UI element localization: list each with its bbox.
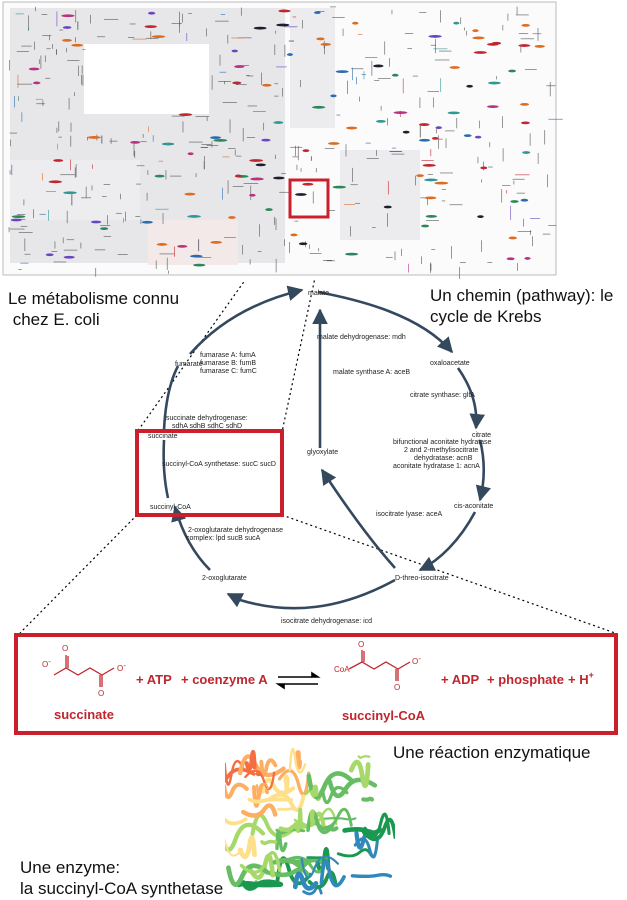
zoom-connector-bottom-left: [19, 514, 138, 634]
metabolite-glyoxylate: glyoxylate: [307, 449, 338, 456]
enzyme-sdh-1: succinate dehydrogenase:: [166, 415, 248, 422]
metabolite-isocitrate: D-threo-isocitrate: [395, 575, 449, 582]
plus-adp: + ADP: [441, 672, 479, 687]
metabolite-cis-aconitate: cis-aconitate: [454, 503, 493, 510]
enzyme-icd: isocitrate dehydrogenase: icd: [281, 618, 372, 625]
succinate-o-minus-2: O-: [117, 661, 126, 673]
arc-oxaloacetate-citrate: [456, 367, 485, 430]
substrate-label: succinate: [54, 707, 114, 722]
metabolite-succinyl-coa: succinyl-CoA: [150, 504, 191, 511]
enzyme-fumA: fumarase A: fumA: [200, 352, 256, 359]
zoom-connector-bottom-right: [281, 514, 616, 634]
caption-reaction: Une réaction enzymatique: [393, 743, 591, 762]
arc-isocitrate-glyoxylate: [320, 468, 396, 569]
product-label: succinyl-CoA: [342, 708, 426, 723]
metabolite-succinate: succinate: [148, 433, 178, 440]
succinyl-coa-structure: [348, 650, 411, 681]
plus-atp: + ATP: [136, 672, 172, 687]
caption-pathway: Un chemin (pathway): le cycle de Krebs: [430, 286, 614, 326]
enzyme-aceA: isocitrate lyase: aceA: [376, 511, 442, 518]
reaction-equation: O- O O O- succinate + ATP + coenzyme A C…: [42, 640, 594, 723]
metabolite-oxoglutarate: 2-oxoglutarate: [202, 575, 247, 582]
arc-isocitrate-oxoglutarate: [226, 578, 396, 610]
enzyme-ogdh-2: complex: lpd sucB sucA: [186, 535, 261, 542]
enzyme-gltA: citrate synthase: gltA: [410, 392, 475, 399]
arc-succinate-fumarate: [162, 365, 180, 431]
caption-enzyme: Une enzyme: la succinyl-CoA synthetase: [20, 858, 224, 898]
succinate-o-2: O: [98, 689, 104, 698]
plus-phosphate: + phosphate: [487, 672, 564, 687]
enzyme-mdh: malate dehydrogenase: mdh: [317, 334, 406, 341]
enzyme-ribbon-structure: [225, 747, 395, 896]
arc-fumarate-malate: [189, 285, 304, 355]
enzyme-acn-1: bifunctional aconitate hydratase: [393, 439, 492, 446]
krebs-zoom-box: [288, 178, 330, 219]
succinyl-step-highlight: [135, 429, 284, 517]
succinyl-coa-coa-group: CoA: [334, 665, 350, 674]
arc-malate-oxaloacetate: [317, 290, 454, 354]
enzyme-fumC: fumarase C: fumC: [200, 368, 257, 375]
arc-citrate-cisaconitate: [475, 439, 491, 502]
succinyl-coa-o-minus: O-: [412, 654, 421, 666]
succinyl-coa-o-2: O: [394, 683, 400, 692]
plus-h: + H+: [568, 670, 594, 687]
arc-oxoglutarate-succinylcoa: [171, 505, 211, 571]
succinate-structure: [53, 655, 115, 687]
metabolite-citrate: citrate: [472, 432, 491, 439]
reaction-box: [14, 633, 618, 735]
succinyl-coa-o-1: O: [358, 640, 364, 649]
map-pathway-texture: [8, 6, 563, 280]
plus-coenzyme-a: + coenzyme A: [181, 672, 268, 687]
enzyme-fumB: fumarase B: fumB: [200, 360, 256, 367]
succinate-o-minus-1: O-: [42, 657, 51, 669]
metabolism-map: [2, 1, 563, 280]
enzyme-acn-2: 2 and 2-methylisocitrate: [404, 447, 478, 454]
enzyme-aceB: malate synthase A: aceB: [333, 369, 410, 376]
enzyme-acn-3: dehydratase: acnB: [414, 455, 473, 462]
arc-cisaconitate-isocitrate: [418, 511, 477, 572]
enzyme-ogdh-1: 2-oxoglutarate dehydrogenase: [188, 527, 283, 534]
metabolite-oxaloacetate: oxaloacetate: [430, 360, 470, 367]
enzyme-sdh-2: sdhA sdhB sdhC sdhD: [172, 423, 242, 430]
enzyme-acn-4: aconitate hydratase 1: acnA: [393, 463, 480, 470]
caption-metabolism: Le métabolisme connu chez E. coli: [8, 289, 180, 329]
enzyme-sucCD: succinyl-CoA synthetase: sucC sucD: [162, 461, 276, 468]
krebs-cycle-diagram: malate oxaloacetate citrate cis-aconitat…: [19, 280, 616, 634]
succinate-o-1: O: [62, 644, 68, 653]
zoom-connector-left: [136, 280, 246, 433]
metabolite-malate: malate: [308, 290, 329, 297]
metabolite-fumarate: fumarate: [175, 361, 203, 368]
equilibrium-arrow: [275, 671, 321, 690]
arc-succinylcoa-succinate: [162, 439, 170, 499]
